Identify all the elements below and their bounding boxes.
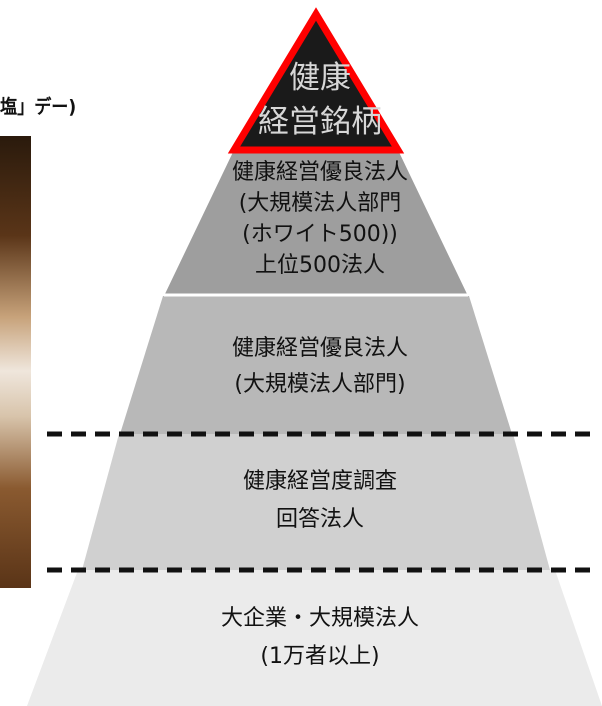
tier-white500-shape <box>164 150 468 296</box>
tier-label-line: 健康経営優良法人 <box>231 160 408 185</box>
tier-label-line: 回答法人 <box>275 507 364 532</box>
tier-base-shape <box>27 570 602 706</box>
tier-survey-shape <box>82 434 550 570</box>
tier-survey-label: 健康経営度調査 回答法人 <box>160 463 480 539</box>
tier-label-line: 上位500法人 <box>255 253 385 278</box>
tier-large-label: 健康経営優良法人 (大規模法人部門) <box>160 331 480 403</box>
tier-label-line: (ホワイト500)) <box>242 222 398 247</box>
tier-label-line: 健康経営優良法人 <box>231 336 408 361</box>
apex-shape <box>227 7 405 154</box>
apex-label: 健康 経営銘柄 <box>240 56 400 144</box>
cropped-photo <box>0 136 31 588</box>
cutoff-label: 塩」デー) <box>0 96 77 118</box>
tier-label-line: 健康経営度調査 <box>242 469 397 494</box>
tier-base-label: 大企業・大規模法人 (1万者以上) <box>150 600 490 676</box>
tier-label-line: 大企業・大規模法人 <box>220 606 419 631</box>
tier-label-line: (1万者以上) <box>260 644 380 669</box>
apex-label-line: 健康 <box>289 60 351 96</box>
apex-label-line: 経営銘柄 <box>258 104 382 140</box>
tier-label-line: (大規模法人部門 <box>238 191 402 216</box>
tier-label-line: (大規模法人部門) <box>234 372 406 397</box>
tier-white500-label: 健康経営優良法人 (大規模法人部門 (ホワイト500)) 上位500法人 <box>180 157 460 281</box>
tier-large-shape <box>120 296 512 434</box>
